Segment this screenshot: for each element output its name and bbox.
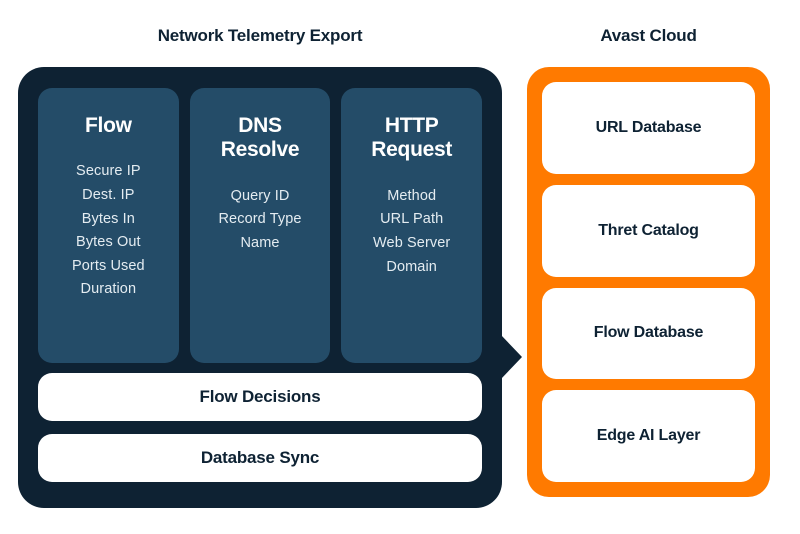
telemetry-card-title: DNS Resolve <box>220 114 300 162</box>
avast-cloud-panel: URL Database Thret Catalog Flow Database… <box>527 67 770 497</box>
arrow-right-icon <box>501 335 522 379</box>
cloud-card-label: Edge AI Layer <box>596 427 701 445</box>
list-item: URL Path <box>380 211 444 228</box>
list-item: Bytes In <box>81 210 135 227</box>
list-item: Method <box>387 187 437 204</box>
telemetry-bar-database-sync[interactable]: Database Sync <box>38 434 482 482</box>
cloud-card-label: Thret Catalog <box>598 221 699 239</box>
cloud-card-edge-ai-layer[interactable]: Edge AI Layer <box>542 390 755 482</box>
telemetry-bar-label: Flow Decisions <box>199 387 321 406</box>
list-item: Duration <box>80 281 137 298</box>
cloud-card-label: URL Database <box>595 118 702 136</box>
telemetry-card-title: Flow <box>85 114 132 137</box>
cloud-card-label: Flow Database <box>593 324 704 342</box>
list-item: Secure IP <box>76 163 141 180</box>
telemetry-bar-label: Database Sync <box>200 448 320 467</box>
cloud-card-flow-database[interactable]: Flow Database <box>542 287 755 380</box>
telemetry-card-field-list: Query ID Record Type Name <box>198 185 323 256</box>
left-panel-title: Network Telemetry Export <box>157 26 363 45</box>
telemetry-card-field-list: Secure IP Dest. IP Bytes In Bytes Out Po… <box>46 160 171 302</box>
list-item: Bytes Out <box>76 234 141 251</box>
telemetry-card-title: HTTP Request <box>371 114 453 162</box>
telemetry-card-field-list: Method URL Path Web Server Domain <box>349 185 474 280</box>
list-item: Name <box>240 234 280 251</box>
list-item: Dest. IP <box>82 186 135 203</box>
list-item: Web Server Domain <box>373 234 451 275</box>
list-item: Query ID <box>230 187 290 204</box>
network-telemetry-export-panel: Flow Secure IP Dest. IP Bytes In Bytes O… <box>18 67 522 508</box>
telemetry-card-http-request[interactable]: HTTP Request Method URL Path Web Server … <box>341 88 483 363</box>
right-panel-title: Avast Cloud <box>600 26 697 45</box>
cloud-card-url-database[interactable]: URL Database <box>542 82 755 174</box>
telemetry-card-dns-resolve[interactable]: DNS Resolve Query ID Record Type Name <box>189 88 331 363</box>
telemetry-columns: Flow Secure IP Dest. IP Bytes In Bytes O… <box>38 88 483 363</box>
cloud-card-thret-catalog[interactable]: Thret Catalog <box>542 184 755 277</box>
list-item: Ports Used <box>71 257 145 274</box>
list-item: Record Type <box>218 211 302 228</box>
telemetry-card-flow[interactable]: Flow Secure IP Dest. IP Bytes In Bytes O… <box>38 88 179 363</box>
telemetry-bar-flow-decisions[interactable]: Flow Decisions <box>38 373 482 421</box>
